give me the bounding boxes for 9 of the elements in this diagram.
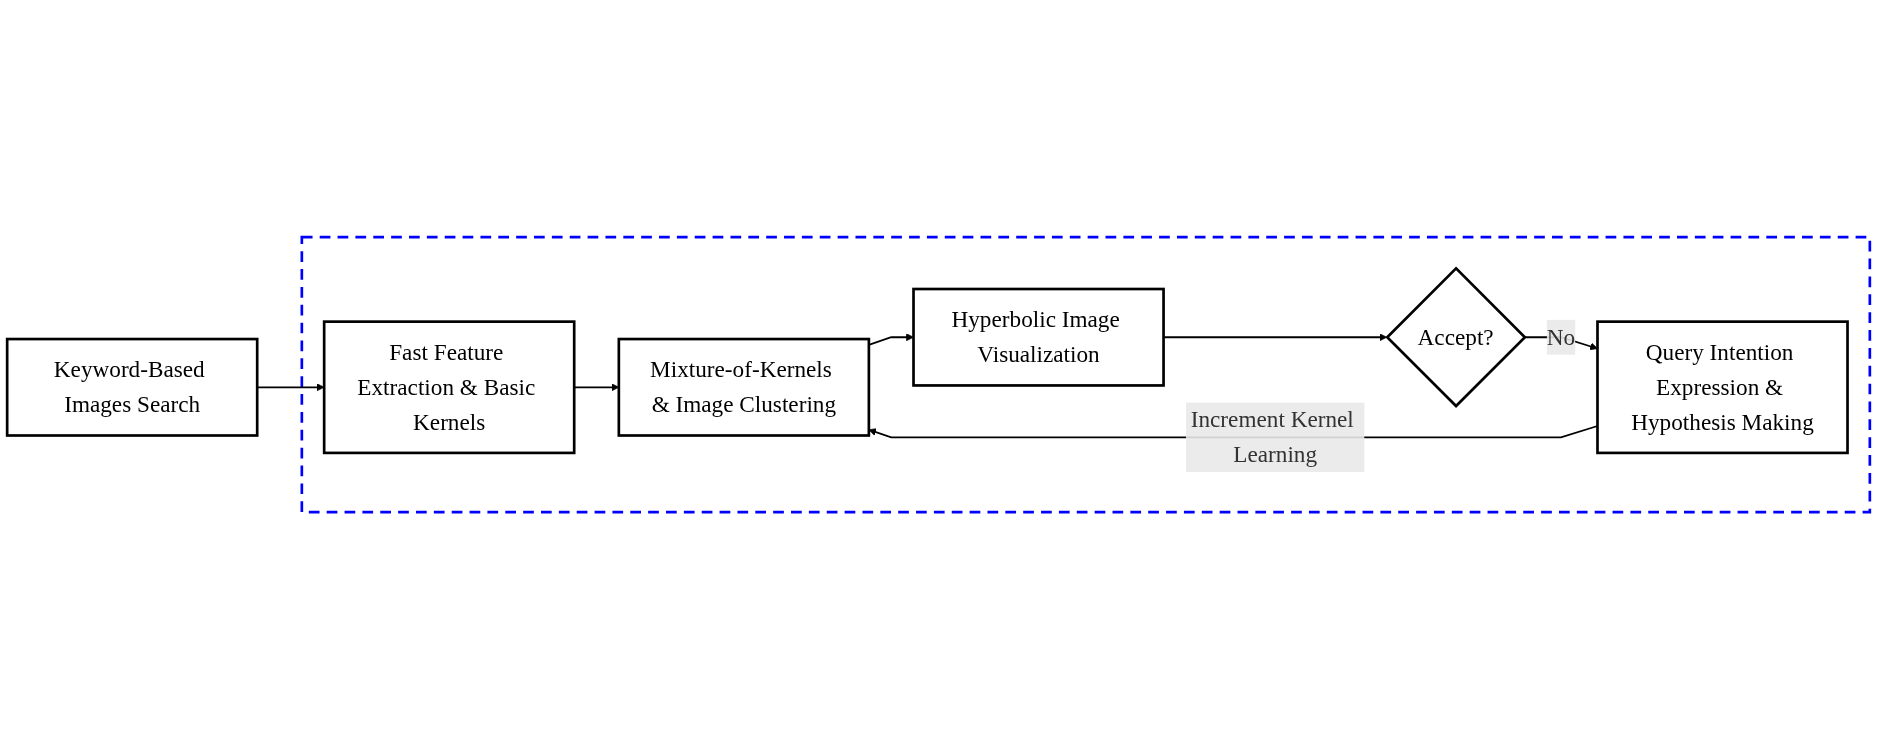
node-box: Mixture-of-Kernels & Image Clustering xyxy=(617,337,871,437)
cluster xyxy=(300,235,1872,514)
node-box: Hyperbolic Image Visualization xyxy=(912,287,1165,387)
edge-label: Increment Kernel Learning xyxy=(1190,406,1354,468)
node-box: Keyword-Based Images Search xyxy=(5,337,259,437)
node-diamond: Accept? xyxy=(1385,266,1527,408)
edge-label: No xyxy=(1546,324,1576,351)
node-box: Fast Feature Extraction & Basic Kernels xyxy=(322,320,576,455)
node-box: Query Intention Expression & Hypothesis Making xyxy=(1596,320,1849,455)
